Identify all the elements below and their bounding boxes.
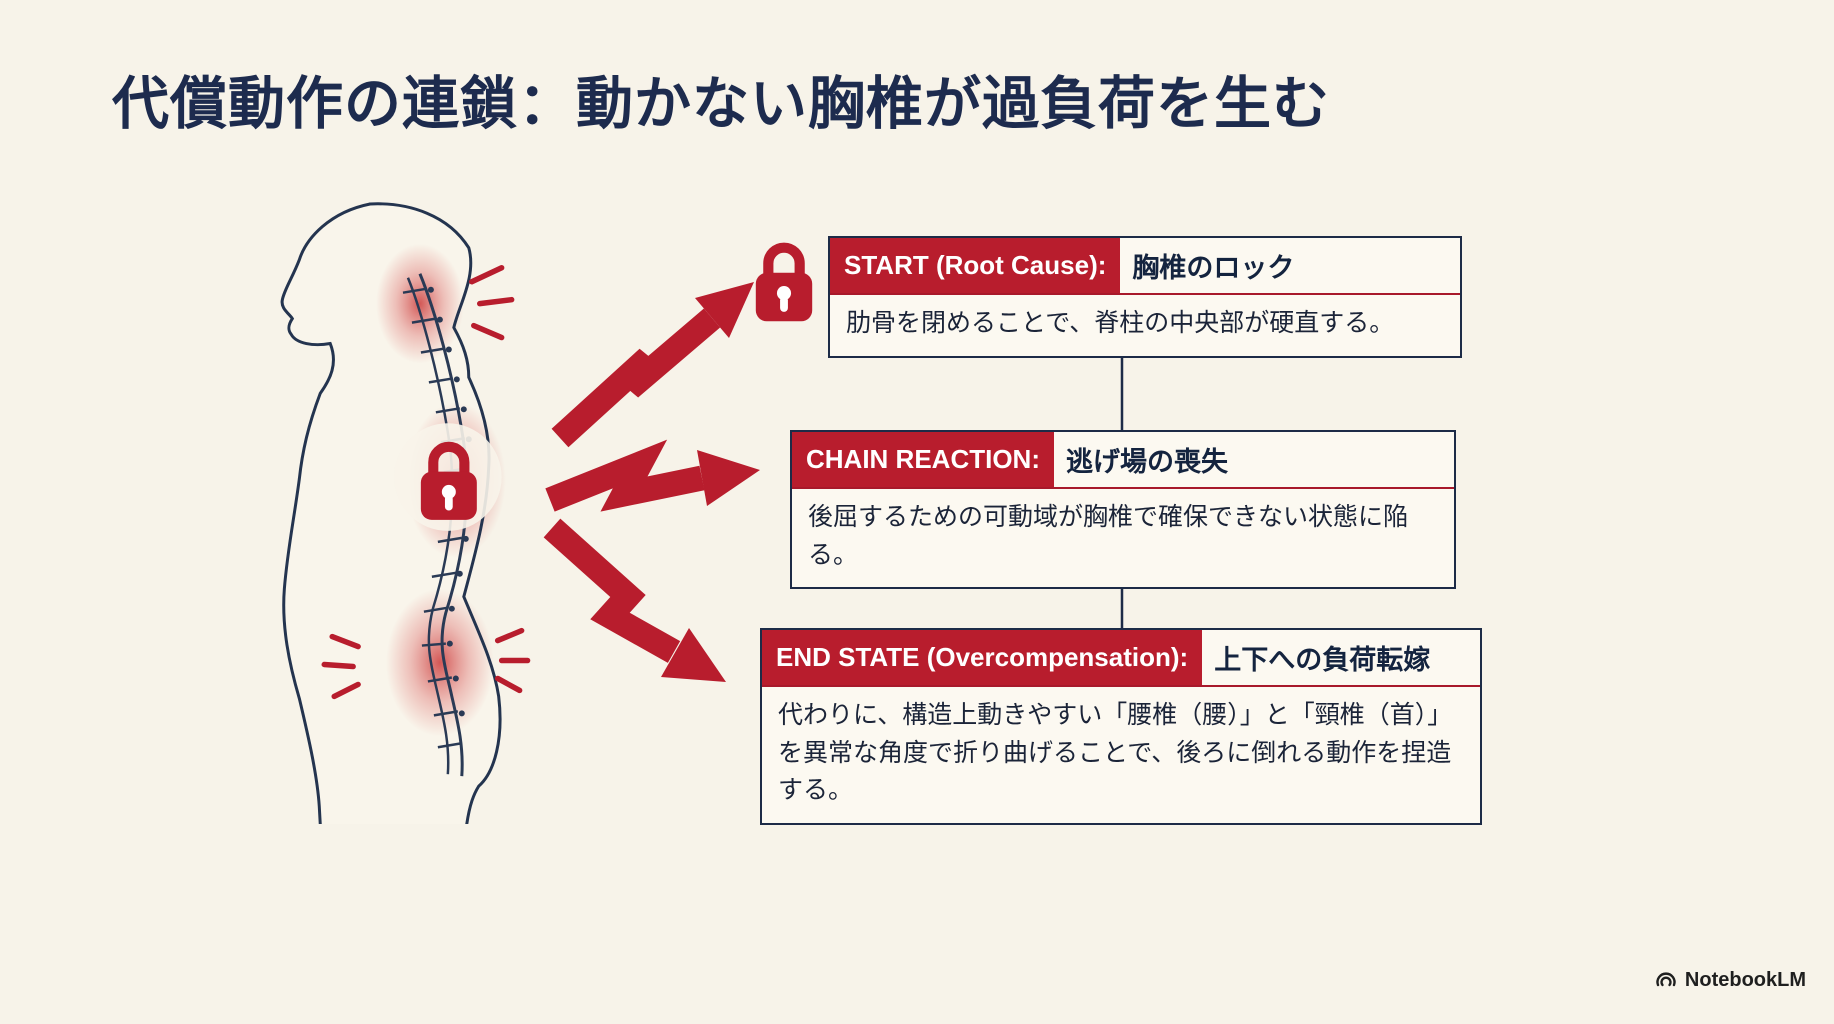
box-chain-heading: 逃げ場の喪失 <box>1066 447 1228 477</box>
pain-emphasis-marks <box>321 265 531 700</box>
lightning-arrow-to-end-icon <box>543 518 726 682</box>
watermark: NotebookLM <box>1655 969 1806 992</box>
flow-box-start: START (Root Cause): 胸椎のロック 肋骨を閉めることで、脊柱の… <box>828 236 1462 358</box>
box-start-heading: 胸椎のロック <box>1132 253 1295 283</box>
body-front-outline <box>280 202 372 824</box>
box-end-label: END STATE (Overcompensation): <box>762 630 1203 685</box>
box-end-header: END STATE (Overcompensation): 上下への負荷転嫁 <box>762 630 1480 687</box>
flow-box-chain-reaction: CHAIN REACTION: 逃げ場の喪失 後屈するための可動域が胸椎で確保で… <box>790 430 1456 589</box>
box-start-header: START (Root Cause): 胸椎のロック <box>830 238 1460 295</box>
start-lock-icon <box>744 232 824 326</box>
lumbar-pain-glow <box>386 588 494 737</box>
neck-pain-glow <box>376 243 464 364</box>
box-end-heading: 上下への負荷転嫁 <box>1214 645 1431 675</box>
spine-lock-icon <box>420 441 477 520</box>
notebooklm-logo-icon <box>1656 971 1676 986</box>
lightning-arrow-to-start-icon <box>551 282 754 448</box>
box-end-body: 代わりに、構造上動きやすい「腰椎（腰）」と「頸椎（首）」を異常な角度で折り曲げる… <box>778 701 1453 804</box>
box-chain-body: 後屈するための可動域が胸椎で確保できない状態に陥る。 <box>808 503 1409 569</box>
box-start-label: START (Root Cause): <box>830 238 1121 293</box>
body-illustration <box>280 202 531 824</box>
box-chain-label: CHAIN REACTION: <box>792 432 1054 487</box>
flow-box-end-state: END STATE (Overcompensation): 上下への負荷転嫁 代… <box>760 628 1482 825</box>
watermark-label: NotebookLM <box>1684 969 1806 991</box>
page-title: 代償動作の連鎖：動かない胸椎が過負荷を生む <box>112 73 1330 136</box>
box-chain-header: CHAIN REACTION: 逃げ場の喪失 <box>792 432 1454 489</box>
box-start-body: 肋骨を閉めることで、脊柱の中央部が硬直する。 <box>846 309 1395 337</box>
lightning-arrow-to-chain-icon <box>545 439 760 512</box>
spine-column <box>402 273 472 777</box>
